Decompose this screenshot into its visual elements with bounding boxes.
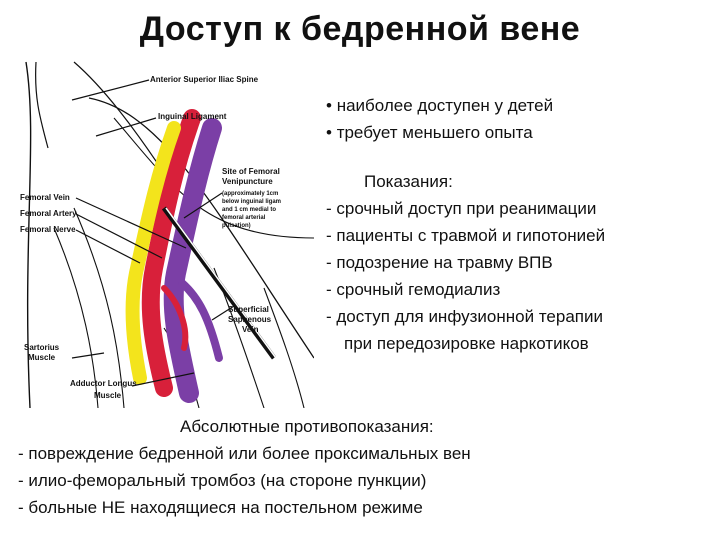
sartorius-outline (53, 227, 99, 408)
femoral-artery (141, 109, 201, 397)
site-pointer (183, 192, 223, 219)
indication-continuation: при передозировке наркотиков (344, 334, 589, 353)
label-site-title-2: Venipuncture (222, 177, 273, 186)
contraindications-heading: Абсолютные противопоказания: (180, 417, 434, 436)
contraindication-item: больные НЕ находящиеся на постельном реж… (18, 494, 471, 521)
indication-item: подозрение на травму ВПВ (326, 249, 605, 276)
label-inguinal-ligament: Inguinal Ligament (158, 112, 227, 121)
label-adductor-2: Muscle (94, 391, 122, 400)
label-femoral-vein: Femoral Vein (20, 193, 70, 202)
intro-item: требует меньшего опыта (326, 119, 553, 146)
contraindication-item: илио-феморальный тромбоз (на стороне пун… (18, 467, 471, 494)
intro-list: наиболее доступен у детей требует меньше… (326, 92, 553, 146)
indications-section: Показания: срочный доступ при реанимации… (326, 168, 605, 357)
indication-item: срочный гемодиализ (326, 276, 605, 303)
sartorius-pointer (71, 352, 105, 359)
label-sartorius-1: Sartorius (24, 343, 60, 352)
label-site-note: femoral arterial (222, 215, 266, 221)
indications-heading-text: Показания (364, 172, 449, 191)
label-femoral-nerve: Femoral Nerve (20, 225, 76, 234)
adductor-pointer (131, 372, 195, 387)
leg-outline-left (25, 61, 32, 408)
superficial-saphenous-vein (178, 279, 223, 362)
indication-item: доступ для инфузионной терапии (326, 303, 605, 330)
label-site-note: pulsation) (222, 223, 251, 229)
label-site-note: (approximately 1cm (222, 191, 278, 197)
femoral-nerve (125, 121, 181, 385)
anatomy-diagram: Anterior Superior Iliac Spine Inguinal L… (14, 58, 314, 408)
contraindications-heading-text: Абсолютные противопоказания (180, 417, 429, 436)
indications-heading: Показания: (364, 172, 453, 191)
adductor-outline (263, 287, 305, 408)
slide-title: Доступ к бедренной вене (139, 10, 581, 48)
label-asis: Anterior Superior Iliac Spine (150, 75, 259, 84)
outline-line (35, 61, 49, 149)
needle-highlight (165, 207, 277, 359)
artery-pointer (75, 213, 163, 259)
sartorius-outline (73, 207, 125, 408)
contraindication-item: повреждение бедренной или более проксима… (18, 440, 470, 467)
label-site-note: below inguinal ligam (222, 199, 281, 205)
contraindications-section: Абсолютные противопоказания: повреждение… (18, 413, 471, 521)
femoral-anatomy-figure: Anterior Superior Iliac Spine Inguinal L… (14, 58, 314, 408)
indication-item: пациенты с травмой и гипотонией (326, 222, 605, 249)
label-site-title-1: Site of Femoral (222, 167, 280, 176)
femoral-vein (163, 118, 222, 403)
label-adductor-1: Adductor Longus (70, 379, 137, 388)
label-femoral-artery: Femoral Artery (20, 209, 77, 218)
label-site-note: and 1 cm medial to (222, 207, 276, 213)
outline-line (73, 61, 165, 174)
nerve-pointer (75, 229, 141, 264)
label-sartorius-2: Muscle (28, 353, 56, 362)
artery-branch (161, 285, 189, 351)
asis-pointer (71, 79, 150, 101)
label-saphenous-2: Saphenous (228, 315, 272, 324)
saphenous-pointer (211, 305, 235, 321)
label-saphenous-1: Superficial (228, 305, 269, 314)
inguinal-pointer (95, 117, 157, 137)
label-saphenous-3: Vein (242, 325, 259, 334)
indication-item: срочный доступ при реанимации (326, 195, 605, 222)
intro-item: наиболее доступен у детей (326, 92, 553, 119)
vein-pointer (75, 197, 187, 249)
needle (161, 206, 277, 360)
